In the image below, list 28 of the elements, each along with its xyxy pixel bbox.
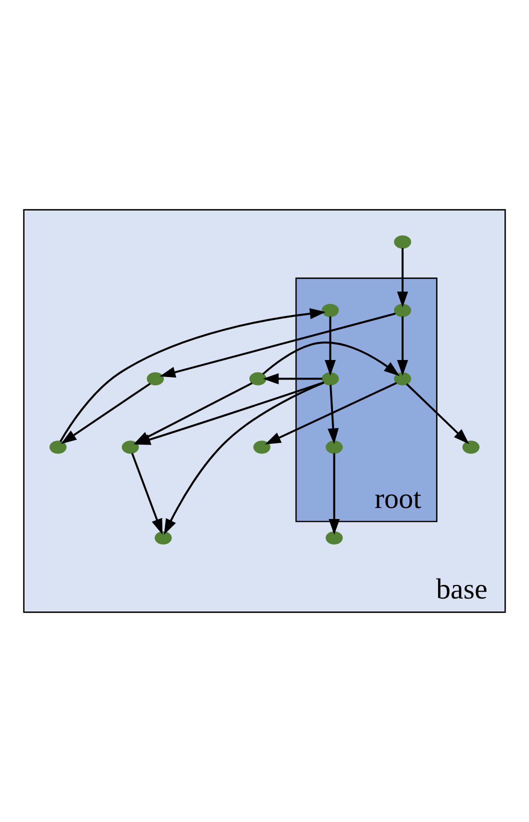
node-circle bbox=[394, 304, 412, 317]
node-circle bbox=[122, 440, 139, 454]
arrow bbox=[60, 308, 326, 442]
arrow bbox=[406, 383, 470, 444]
node-circle bbox=[253, 440, 270, 454]
arrow bbox=[262, 342, 400, 376]
arrow bbox=[131, 452, 162, 535]
cluster: root bbox=[295, 278, 438, 522]
arrow bbox=[164, 382, 324, 535]
node-circle bbox=[394, 372, 412, 386]
arrow bbox=[265, 382, 397, 444]
arrow bbox=[328, 384, 339, 444]
node-circle bbox=[322, 304, 339, 317]
arrow bbox=[397, 316, 408, 376]
node-circle bbox=[154, 531, 172, 544]
node-circle bbox=[249, 372, 266, 386]
arrow bbox=[262, 373, 322, 384]
arrow bbox=[324, 316, 336, 376]
node-circle bbox=[326, 440, 343, 454]
arrow bbox=[160, 312, 396, 378]
node-circle bbox=[322, 372, 339, 386]
node-circle bbox=[326, 531, 343, 544]
arrow bbox=[397, 248, 408, 308]
arrow bbox=[328, 453, 340, 535]
node-circle bbox=[394, 235, 412, 249]
node-circle bbox=[146, 372, 164, 386]
node-circle bbox=[462, 440, 480, 454]
node-circle bbox=[49, 440, 67, 454]
